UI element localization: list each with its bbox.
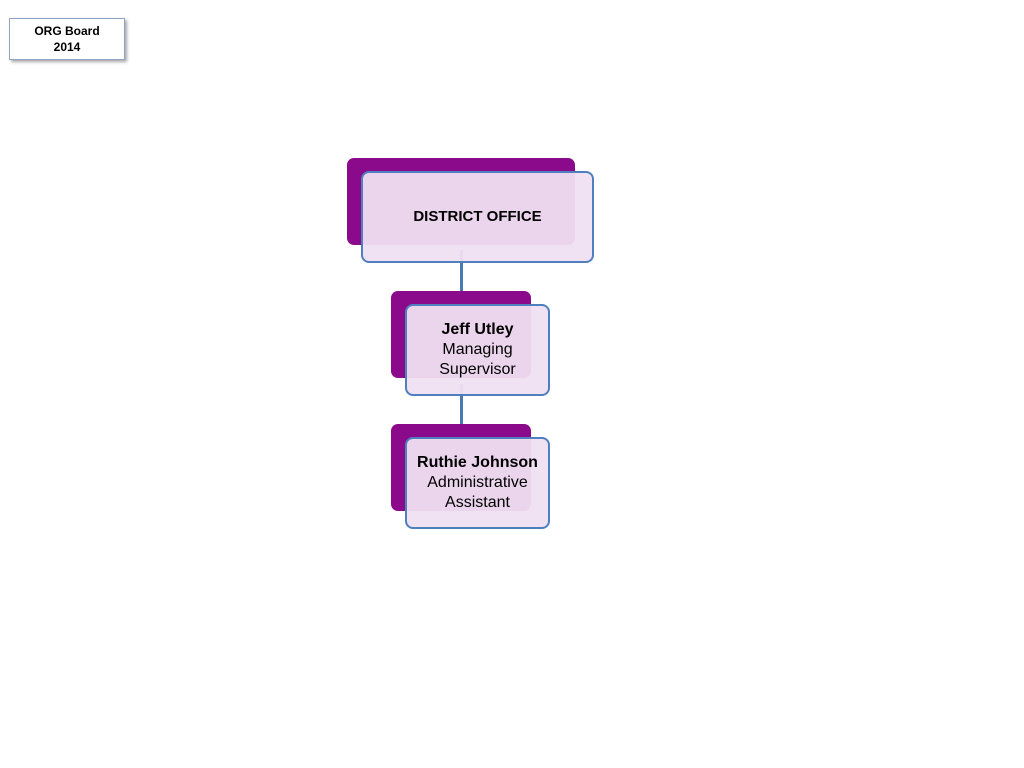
title-line-1: ORG Board	[34, 24, 100, 38]
org-board-title-box: ORG Board 2014	[9, 18, 125, 60]
title-line-2: 2014	[53, 40, 81, 54]
node-front-card	[405, 304, 550, 396]
person-title-line-1: Managing	[442, 341, 513, 358]
person-name: Ruthie Johnson	[417, 454, 538, 471]
person-name: Jeff Utley	[441, 321, 514, 338]
node-front-card	[405, 437, 550, 529]
node-front-card	[361, 171, 594, 263]
node-supervisor-text: Jeff Utley Managing Supervisor	[405, 304, 550, 396]
connector-office-to-supervisor	[460, 250, 463, 292]
node-assistant-text: Ruthie Johnson Administrative Assistant	[405, 437, 550, 529]
office-label: DISTRICT OFFICE	[413, 208, 542, 225]
node-district-office-text: DISTRICT OFFICE	[361, 171, 594, 263]
person-title-line-2: Assistant	[445, 494, 510, 511]
person-title-line-2: Supervisor	[439, 361, 516, 378]
connector-supervisor-to-assistant	[460, 384, 463, 426]
person-title-line-1: Administrative	[427, 474, 528, 491]
